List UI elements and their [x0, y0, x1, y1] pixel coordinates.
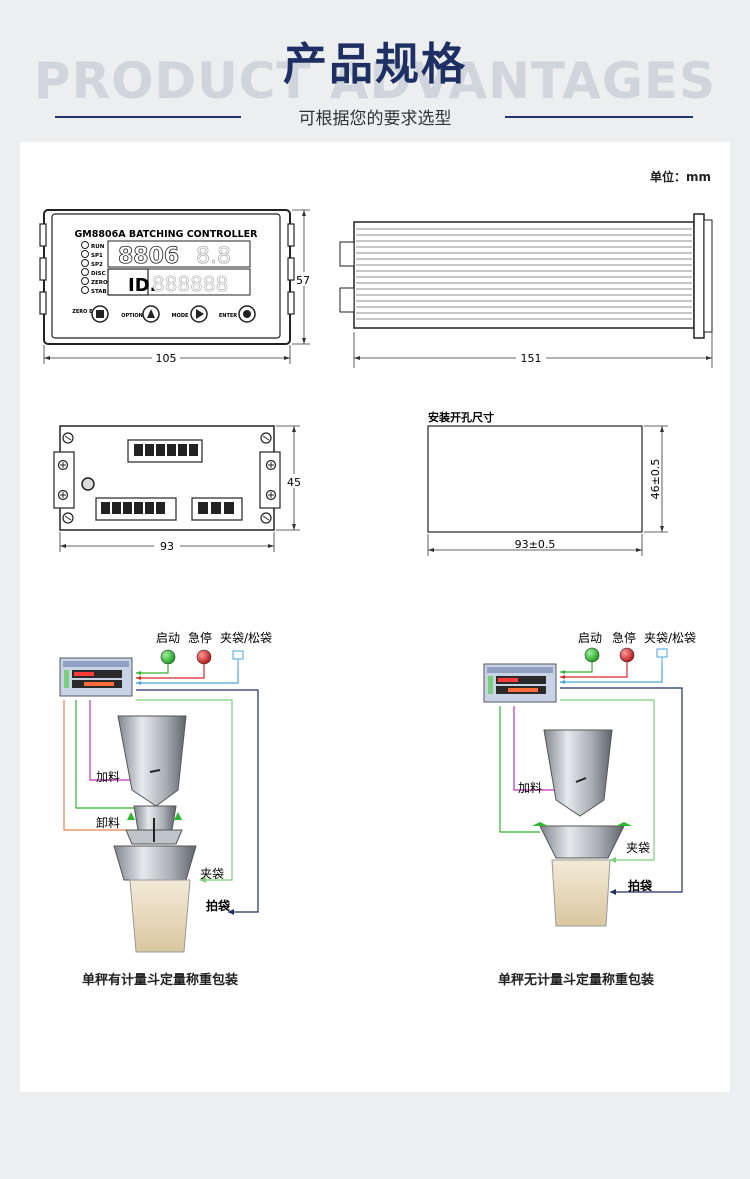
model-label: GM8806A BATCHING CONTROLLER [75, 229, 259, 240]
caption-left: 单秤有计量斗定量称重包装 [82, 973, 239, 988]
cutout-drawing: 安装开孔尺寸 93±0.5 46±0.5 [427, 410, 668, 556]
led-sp2: SP2 [91, 262, 103, 268]
display-id: ID. [128, 275, 156, 296]
controller-unit-right [483, 663, 557, 703]
svg-text:888888: 888888 [152, 272, 228, 296]
rear-dim-height: 45 [287, 476, 301, 489]
indicator-leds: RUN SP1 SP2 DISC ZERO STAB [81, 241, 108, 295]
front-dim-width: 105 [156, 352, 177, 365]
left-label-clamp: 夹袋/松袋 [220, 631, 272, 645]
key-mode-label: MODE [172, 313, 189, 319]
led-zero: ZERO [91, 280, 108, 286]
header-rule-right [505, 116, 693, 118]
right-label-feed: 加料 [518, 781, 542, 795]
triangle-right-icon [196, 309, 204, 319]
key-option-label: OPTION [121, 313, 143, 319]
header-rule-left [55, 116, 241, 118]
side-view-drawing: 151 [339, 213, 713, 368]
caption-right: 单秤无计量斗定量称重包装 [498, 973, 655, 988]
left-label-estop: 急停 [188, 630, 212, 645]
key-zero-label: ZERO ESC [72, 309, 100, 315]
rear-view-drawing: 93 45 [53, 425, 306, 553]
left-label-pat-bag: 拍袋 [206, 898, 231, 913]
diagram-left: 启动 急停 夹袋/松袋 [59, 630, 272, 953]
display-main: 8806 [118, 244, 179, 269]
right-label-clamp-bag: 夹袋 [626, 841, 650, 855]
diagram-right: 启动 急停 夹袋/松袋 加料 [483, 630, 696, 927]
cutout-title: 安装开孔尺寸 [428, 410, 494, 424]
right-label-start: 启动 [578, 631, 602, 645]
led-run: RUN [91, 244, 105, 250]
triangle-up-icon [147, 309, 155, 318]
front-panel-drawing: GM8806A BATCHING CONTROLLER RUN SP1 SP2 … [39, 209, 314, 365]
led-stab: STAB [91, 289, 107, 295]
led-disc: DISC [91, 271, 106, 277]
rear-dim-width: 93 [160, 540, 174, 553]
header-bg-text: PRODUCT ADVANTAGES [33, 52, 717, 110]
key-enter-label: ENTER [219, 313, 237, 319]
start-button-icon [584, 647, 600, 663]
page-title: 产品规格 [283, 39, 467, 90]
controller-unit-left [59, 657, 133, 697]
front-dim-height: 57 [296, 274, 310, 287]
estop-button-icon [196, 649, 212, 665]
clamp-switch-icon [232, 650, 244, 660]
left-label-discharge: 卸料 [96, 815, 120, 830]
page-header: PRODUCT ADVANTAGES 产品规格 可根据您的要求选型 [0, 0, 750, 140]
panel-keys: ZERO ESC OPTION MODE ENTER [72, 305, 256, 323]
right-label-estop: 急停 [612, 630, 636, 645]
cutout-dim-height: 46±0.5 [649, 459, 662, 500]
left-label-start: 启动 [156, 631, 180, 645]
svg-text:8.8: 8.8 [196, 244, 231, 269]
page-subtitle: 可根据您的要求选型 [298, 109, 452, 129]
start-button-icon [160, 649, 176, 665]
estop-button-icon [619, 647, 635, 663]
cutout-dim-width: 93±0.5 [515, 538, 556, 551]
clamp-switch-icon [656, 648, 668, 658]
right-label-clamp: 夹袋/松袋 [644, 631, 696, 645]
unit-label: 单位：mm [650, 170, 712, 184]
left-label-clamp-bag: 夹袋 [200, 867, 224, 881]
led-sp1: SP1 [91, 253, 103, 259]
right-label-pat-bag: 拍袋 [628, 878, 653, 893]
left-label-feed: 加料 [96, 770, 120, 784]
side-dim-length: 151 [521, 352, 542, 365]
